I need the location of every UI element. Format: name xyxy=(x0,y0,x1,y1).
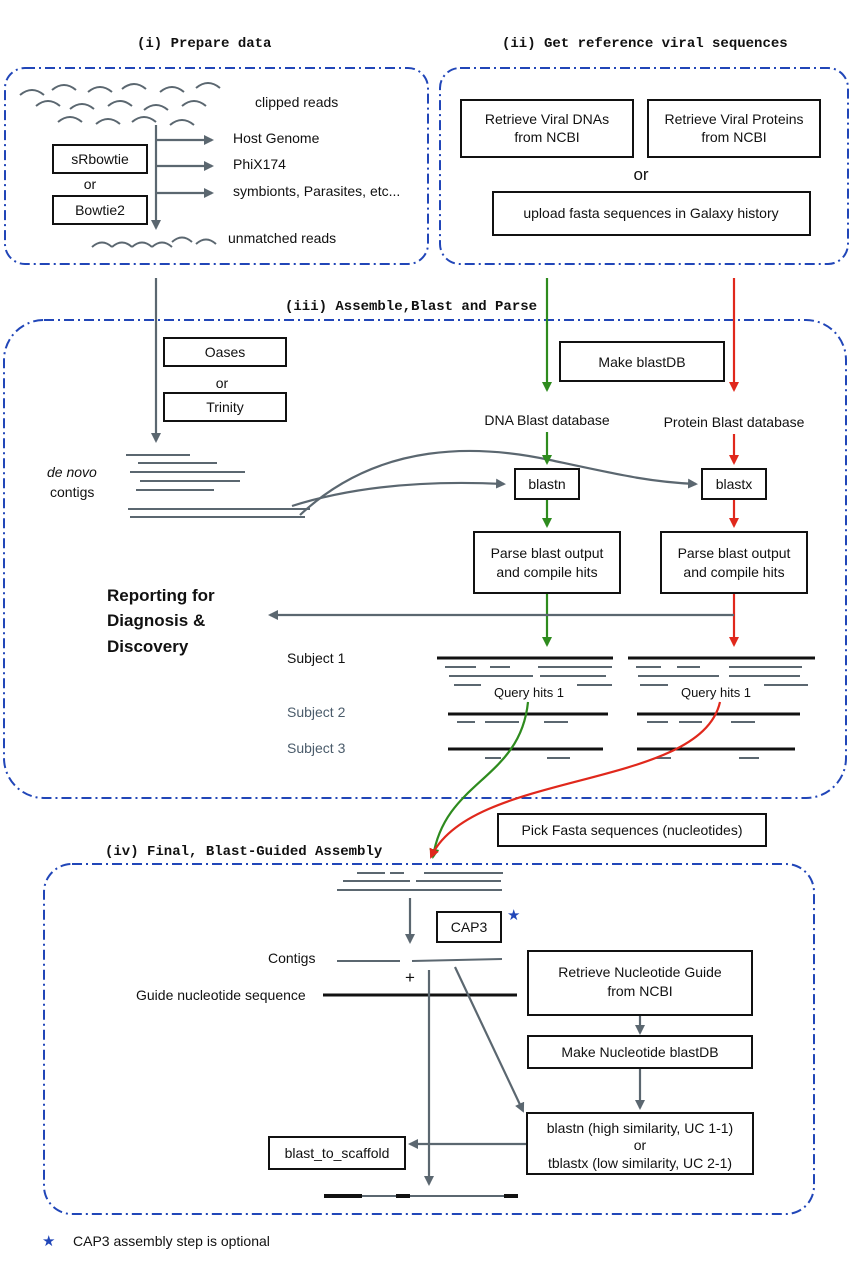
trinity-box xyxy=(163,392,287,422)
blastx-label: blastx xyxy=(716,476,753,492)
query-hits-protein-bg xyxy=(668,682,764,700)
parse-dna-line1: Parse blast output xyxy=(491,545,604,561)
blastn-label: blastn xyxy=(528,476,565,492)
dna-hits-to-final-green-arrow xyxy=(429,701,530,859)
make-blastdb-label: Make blastDB xyxy=(598,354,685,370)
frame-final-assembly xyxy=(43,863,815,1215)
parse-protein-line1: Parse blast output xyxy=(678,545,791,561)
protein-blast-database-label: Protein Blast database xyxy=(664,414,805,430)
protein-hit-alignments xyxy=(628,656,815,759)
section-title-final: (iv) Final, Blast-Guided Assembly xyxy=(105,844,383,860)
report-title-line2: Diagnosis & xyxy=(107,611,205,630)
dna-blast-database-label: DNA Blast database xyxy=(484,412,610,428)
assembler-or-label: or xyxy=(216,375,229,391)
subject-3-label: Subject 3 xyxy=(287,740,346,756)
footnote-text: CAP3 assembly step is optional xyxy=(73,1233,270,1249)
dna-hit-alignments xyxy=(437,656,613,759)
retrieve-viral-proteins-line2: from NCBI xyxy=(701,129,766,145)
trinity-label: Trinity xyxy=(206,399,244,415)
filter-symbionts: symbionts, Parasites, etc... xyxy=(233,183,400,199)
protein-hits-to-final-red-arrow xyxy=(429,701,722,859)
cap3-label: CAP3 xyxy=(451,919,488,935)
unmatched-reads-label: unmatched reads xyxy=(228,230,336,246)
contigs-final-label: Contigs xyxy=(268,950,315,966)
retrieve-guide-line2: from NCBI xyxy=(607,983,672,999)
retrieve-viral-dna-box xyxy=(460,99,634,158)
parse-dna-line2: and compile hits xyxy=(496,564,597,580)
picked-fasta-lines xyxy=(337,872,503,891)
blast-to-scaffold-label: blast_to_scaffold xyxy=(285,1145,390,1161)
oases-box xyxy=(163,337,287,367)
query-hits-dna-bg xyxy=(481,682,577,700)
blast-method-line1: blastn (high similarity, UC 1-1) xyxy=(547,1120,733,1136)
retrieve-guide-box xyxy=(527,950,753,1016)
blast-to-scaffold-box xyxy=(268,1136,406,1170)
blast-method-box xyxy=(526,1112,754,1175)
upload-fasta-label: upload fasta sequences in Galaxy history xyxy=(523,205,778,221)
blastn-box xyxy=(514,468,580,500)
footnote-star-icon: ★ xyxy=(42,1232,55,1250)
contig-line-right xyxy=(411,958,503,962)
pick-fasta-box xyxy=(497,813,767,847)
srbowtie-box xyxy=(52,144,148,174)
reference-or-label: or xyxy=(633,165,648,184)
report-title-line1: Reporting for xyxy=(107,586,215,605)
section-title-reference: (ii) Get reference viral sequences xyxy=(502,36,788,52)
blastx-box xyxy=(701,468,767,500)
bowtie2-box xyxy=(52,195,148,225)
subject-1-label: Subject 1 xyxy=(287,650,346,666)
aligner-or-label: or xyxy=(84,176,97,192)
de-novo-contigs-lines xyxy=(126,454,310,518)
query-hits-protein-label: Query hits 1 xyxy=(681,685,751,700)
clipped-reads-label: clipped reads xyxy=(255,94,338,110)
retrieve-guide-line1: Retrieve Nucleotide Guide xyxy=(558,964,722,980)
contigs-to-blastn-arrow xyxy=(291,478,506,508)
retrieve-viral-proteins-line1: Retrieve Viral Proteins xyxy=(664,111,803,127)
parse-dna-box xyxy=(473,531,621,594)
plus-sign: + xyxy=(405,968,415,987)
frame-reference-sequences xyxy=(439,67,849,265)
cap3-optional-star-icon: ★ xyxy=(507,906,520,924)
retrieve-viral-dna-line2: from NCBI xyxy=(514,129,579,145)
upload-fasta-box xyxy=(492,191,811,236)
de-novo-label: de novo xyxy=(47,464,97,480)
pick-fasta-label: Pick Fasta sequences (nucleotides) xyxy=(522,822,743,838)
section-title-assemble: (iii) Assemble,Blast and Parse xyxy=(285,299,537,315)
retrieve-viral-dna-line1: Retrieve Viral DNAs xyxy=(485,111,609,127)
contigs-to-blastx-arrow xyxy=(299,449,698,516)
contigs-label: contigs xyxy=(50,484,94,500)
make-nt-blastdb-label: Make Nucleotide blastDB xyxy=(561,1044,718,1060)
contigs-to-blast-arrow xyxy=(454,966,525,1113)
oases-label: Oases xyxy=(205,344,245,360)
parse-protein-box xyxy=(660,531,808,594)
retrieve-viral-proteins-box xyxy=(647,99,821,158)
unmatched-reads-glyphs xyxy=(91,236,217,248)
cap3-box xyxy=(436,911,502,943)
make-blastdb-box xyxy=(559,341,725,382)
query-hits-dna-label: Query hits 1 xyxy=(494,685,564,700)
parse-protein-line2: and compile hits xyxy=(683,564,784,580)
guide-sequence-label: Guide nucleotide sequence xyxy=(136,987,306,1003)
srbowtie-label: sRbowtie xyxy=(71,151,129,167)
make-nt-blastdb-box xyxy=(527,1035,753,1069)
frame-assemble-blast-parse xyxy=(3,319,847,799)
clipped-reads-glyphs xyxy=(19,82,221,126)
section-title-prepare: (i) Prepare data xyxy=(137,36,272,52)
filter-phix174: PhiX174 xyxy=(233,156,286,172)
subject-2-label: Subject 2 xyxy=(287,704,346,720)
blast-method-or: or xyxy=(634,1137,647,1153)
blast-method-line2: tblastx (low similarity, UC 2-1) xyxy=(548,1155,732,1171)
filter-host-genome: Host Genome xyxy=(233,130,320,146)
report-title-line3: Discovery xyxy=(107,637,189,656)
bowtie2-label: Bowtie2 xyxy=(75,202,125,218)
